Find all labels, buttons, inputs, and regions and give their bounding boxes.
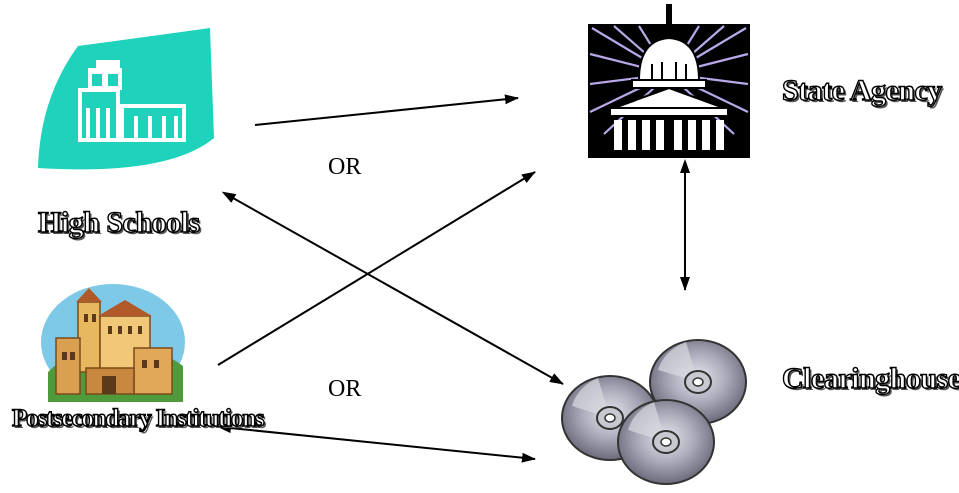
arrow-postsecondary-clearinghouse xyxy=(217,423,536,463)
cd-stack-icon xyxy=(561,339,747,485)
arrow-highschools-to-state xyxy=(254,94,519,126)
capitol-building-icon xyxy=(588,4,750,158)
postsecondary-label: Postsecondary Institutions xyxy=(11,404,265,432)
high-schools-label: High Schools xyxy=(37,205,200,239)
high-schools-node xyxy=(18,18,228,193)
school-building-icon xyxy=(38,28,214,170)
postsecondary-node xyxy=(38,282,188,407)
arrow-postsecondary-to-state xyxy=(217,171,536,366)
or-label-top: OR xyxy=(328,154,362,180)
arrow-highschools-clearinghouse xyxy=(221,191,564,385)
state-agency-label: State Agency xyxy=(781,73,943,107)
state-agency-node xyxy=(584,4,754,167)
clearinghouse-label: Clearinghouse xyxy=(781,361,959,395)
castle-town-icon xyxy=(41,284,185,402)
clearinghouse-node xyxy=(558,330,758,493)
or-label-bottom: OR xyxy=(328,376,362,402)
